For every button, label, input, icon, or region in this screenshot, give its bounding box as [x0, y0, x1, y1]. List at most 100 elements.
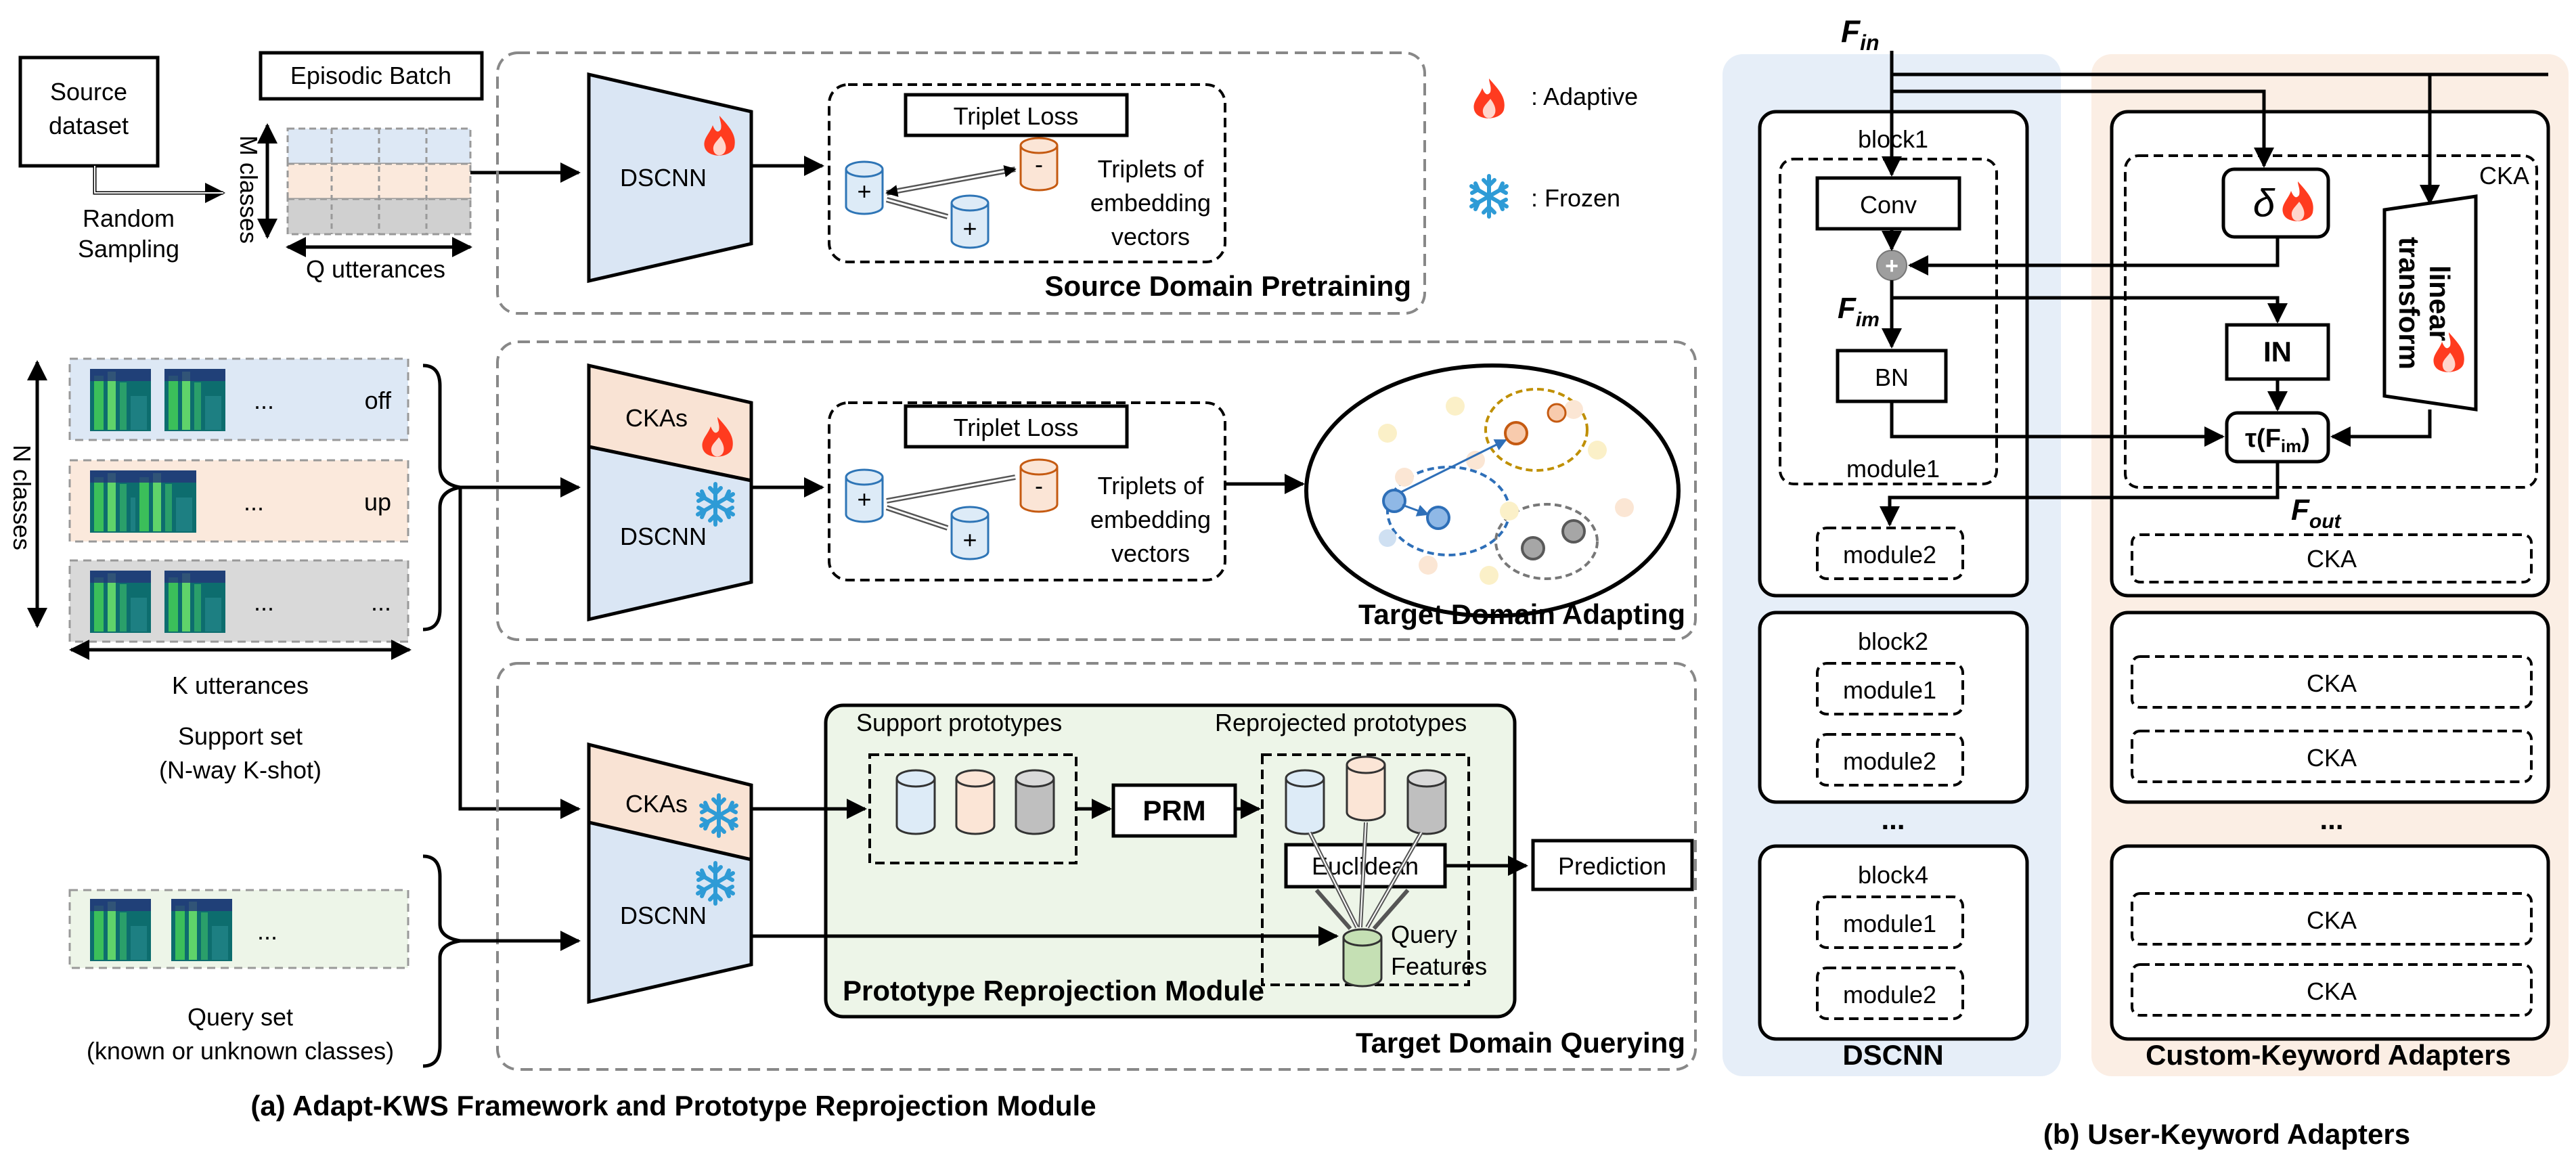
svg-text:module2: module2 — [1843, 541, 1936, 569]
svg-text:+: + — [962, 526, 977, 554]
target-querying-title: Target Domain Querying — [1356, 1027, 1685, 1059]
triplet-box-adapting: Triplet Loss + - + Triplets of embedding… — [828, 401, 1226, 581]
svg-text:vectors: vectors — [1111, 539, 1190, 567]
target-querying-panel — [496, 662, 1697, 1071]
m-classes-label: M classes — [235, 135, 263, 244]
reprojected-prototypes — [1285, 755, 1447, 835]
query-set-caption: Query set — [187, 1003, 293, 1031]
legend-adaptive: : Adaptive — [1531, 83, 1638, 110]
svg-text:-: - — [1035, 472, 1043, 500]
svg-text:embedding: embedding — [1090, 189, 1211, 217]
svg-text:embedding: embedding — [1090, 506, 1211, 533]
caption-b: (b) User-Keyword Adapters — [2043, 1118, 2410, 1150]
svg-text:...: ... — [254, 386, 274, 414]
prm-box — [1111, 783, 1237, 838]
support-prototypes — [895, 769, 1055, 835]
svg-text:dataset: dataset — [49, 112, 129, 139]
source-dataset: Source dataset — [18, 56, 160, 168]
svg-text:τ(Fim): τ(Fim) — [2245, 424, 2310, 456]
svg-text:+: + — [1885, 253, 1898, 279]
svg-text:module2: module2 — [1843, 747, 1936, 775]
svg-text:Source: Source — [50, 78, 127, 106]
row-label-off: off — [365, 386, 392, 414]
svg-text:Sampling: Sampling — [78, 235, 179, 263]
svg-text:DSCNN: DSCNN — [620, 164, 707, 192]
dscnn-source — [587, 72, 753, 284]
svg-text:Triplet Loss: Triplet Loss — [954, 102, 1079, 130]
bn-box — [1836, 349, 1948, 403]
support-prototypes-label: Support prototypes — [856, 709, 1062, 736]
svg-text:CKA: CKA — [2479, 162, 2529, 190]
svg-text:block4: block4 — [1858, 861, 1928, 889]
svg-text:...: ... — [244, 488, 264, 516]
cylinder-negative: - — [1019, 137, 1059, 192]
target-adapting-panel — [496, 340, 1697, 641]
svg-text:...: ... — [257, 917, 277, 945]
q-utterances-label: Q utterances — [306, 255, 445, 283]
dscnn-adapting: CKAs DSCNN — [587, 363, 753, 622]
svg-text:module1: module1 — [1843, 676, 1936, 704]
support-set: ... off ... up ... ... — [68, 357, 409, 643]
prediction-box — [1531, 839, 1694, 891]
svg-text:+: + — [857, 177, 871, 205]
svg-text:Prediction: Prediction — [1558, 852, 1666, 880]
svg-text:CKA: CKA — [2307, 977, 2357, 1005]
svg-text:CKA: CKA — [2307, 545, 2357, 573]
row-label-more: ... — [371, 588, 391, 616]
svg-text:vectors: vectors — [1111, 223, 1190, 250]
blocks-ellipsis: ... — [1881, 803, 1905, 835]
episodic-batch-label: Episodic Batch — [290, 62, 451, 89]
caption-a: (a) Adapt-KWS Framework and Prototype Re… — [250, 1090, 1096, 1122]
svg-text:...: ... — [254, 588, 274, 616]
cylinder-positive: + — [950, 194, 990, 249]
snowflake-icon — [1471, 176, 1507, 217]
svg-text:linear: linear — [2424, 265, 2456, 341]
cylinder-anchor: + — [845, 160, 884, 215]
svg-text:Features: Features — [1391, 952, 1487, 980]
svg-text:module1: module1 — [1843, 910, 1936, 937]
source-pretraining-panel — [496, 51, 1426, 315]
svg-text:DSCNN: DSCNN — [620, 523, 707, 550]
prm-title: Prototype Reprojection Module — [843, 975, 1264, 1007]
block4 — [1758, 844, 2029, 1041]
dscnn-panel-title: DSCNN — [1842, 1039, 1943, 1071]
adapters-panel-title: Custom-Keyword Adapters — [2146, 1039, 2511, 1071]
svg-text:PRM: PRM — [1142, 795, 1205, 826]
svg-text:DSCNN: DSCNN — [620, 902, 707, 929]
f-in-label: Fin — [1841, 14, 1880, 55]
f-out-label: Fout — [2291, 493, 2342, 533]
target-adapting-title: Target Domain Adapting — [1358, 598, 1685, 630]
svg-text:CKA: CKA — [2307, 906, 2357, 934]
panel-b-wires — [1880, 51, 2548, 527]
svg-text:CKAs: CKAs — [625, 404, 688, 432]
svg-text:transform: transform — [2393, 237, 2425, 370]
svg-text:Conv: Conv — [1860, 191, 1917, 219]
svg-text:Triplets of: Triplets of — [1098, 472, 1205, 500]
svg-text:+: + — [857, 485, 871, 513]
svg-text:CKA: CKA — [2307, 669, 2357, 697]
svg-text:Query: Query — [1391, 921, 1457, 948]
query-set: ... — [68, 889, 409, 969]
svg-text:BN: BN — [1875, 363, 1909, 391]
svg-text:IN: IN — [2263, 336, 2292, 368]
flame-icon — [1473, 79, 1505, 118]
dscnn-querying: CKAs DSCNN — [587, 742, 753, 1004]
svg-text:CKA: CKA — [2307, 744, 2357, 772]
row-label-up: up — [364, 488, 391, 516]
svg-text:Triplet Loss: Triplet Loss — [954, 414, 1079, 441]
svg-text:block2: block2 — [1858, 627, 1928, 655]
svg-text:δ: δ — [2253, 181, 2275, 225]
svg-text:(known or unknown classes): (known or unknown classes) — [87, 1037, 394, 1065]
n-classes-label: N classes — [8, 445, 36, 550]
svg-text:-: - — [1035, 150, 1043, 178]
svg-text:+: + — [962, 215, 977, 242]
f-im-label: Fim — [1838, 292, 1880, 331]
svg-text:Triplets of: Triplets of — [1098, 155, 1205, 183]
embedding-space — [1304, 363, 1681, 618]
legend-frozen: : Frozen — [1531, 184, 1620, 212]
svg-text:CKAs: CKAs — [625, 790, 688, 818]
triplet-box-source: Triplet Loss + - + Triplets of embedding… — [828, 83, 1226, 263]
episodic-batch-grid — [286, 127, 472, 236]
block2 — [1758, 611, 2029, 804]
